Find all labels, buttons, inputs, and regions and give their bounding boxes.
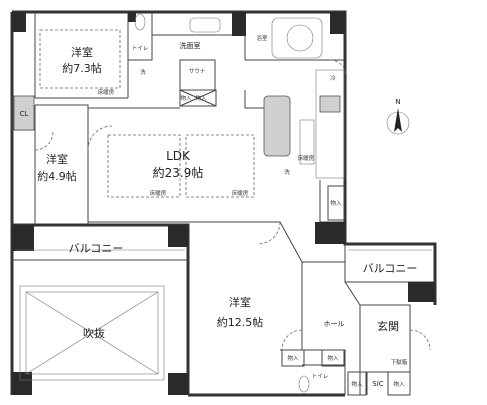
storage-label: 物入 xyxy=(287,354,299,362)
atrium xyxy=(12,259,188,381)
bath-fixtures xyxy=(134,13,323,393)
storage-label: 物入 xyxy=(351,380,363,388)
fridge-label: 冷 xyxy=(330,74,336,82)
floor-heating-label: 床暖房 xyxy=(298,154,315,162)
column xyxy=(168,373,188,395)
columns xyxy=(12,12,435,395)
compass: N xyxy=(386,98,410,135)
room-balcony-left: バルコニー xyxy=(69,242,124,255)
storage-unit xyxy=(347,371,367,396)
room-closet: CL xyxy=(20,110,29,118)
kitchen xyxy=(263,69,345,179)
room-sic: SIC xyxy=(372,380,384,388)
storage-unit xyxy=(321,349,345,367)
kitchen-counter xyxy=(315,69,345,179)
column xyxy=(408,282,435,302)
room-western1-name: 洋室 xyxy=(71,45,93,59)
storage-label: 物入 xyxy=(330,199,342,207)
column xyxy=(315,222,345,244)
stove-area xyxy=(299,119,315,165)
kitchen-island xyxy=(263,95,291,157)
wash-label: 洗 xyxy=(284,168,290,176)
floor-heating-label: 床暖房 xyxy=(150,189,167,197)
room-labels: 洋室 約7.3帖 洋室 約4.9帖 LDK 約23.9帖 洋室 約12.5帖 洗… xyxy=(20,34,418,388)
compass-letter: N xyxy=(395,98,400,106)
room-sauna: サウナ xyxy=(189,67,206,75)
room-hall: ホール xyxy=(324,320,345,328)
toilet-bowl xyxy=(134,13,146,31)
room-western1-size: 約7.3帖 xyxy=(62,61,102,75)
room-atrium: 吹抜 xyxy=(83,326,105,340)
wash-label: 洗 xyxy=(140,68,146,76)
column xyxy=(232,12,246,36)
jacuzzi-tub xyxy=(286,24,314,52)
room-ldk-size: 約23.9帖 xyxy=(153,165,204,180)
room-toilet-top: トイレ xyxy=(132,46,149,52)
storage-label: 物入 xyxy=(180,94,192,102)
room-western2-size: 約4.9帖 xyxy=(37,169,77,183)
room-entrance: 玄関 xyxy=(377,319,399,333)
door-swings xyxy=(34,59,431,351)
storage-label: 物入 xyxy=(327,354,339,362)
room-western3-name: 洋室 xyxy=(229,295,251,309)
toilet-bowl xyxy=(298,375,310,393)
storage-unit xyxy=(387,371,411,396)
washbasin xyxy=(189,17,221,33)
floor-heating-label: 床暖房 xyxy=(232,189,249,197)
room-ldk-name: LDK xyxy=(166,149,191,163)
storage-label: 物入 xyxy=(393,380,405,388)
room-western3-size: 約12.5帖 xyxy=(217,315,264,329)
floor-heating-areas xyxy=(39,29,255,198)
storage-unit xyxy=(281,349,305,367)
column xyxy=(168,225,188,247)
sink xyxy=(319,95,341,113)
storage-unit xyxy=(179,89,217,107)
north-arrow-icon xyxy=(394,108,402,132)
storage-boxes xyxy=(179,89,411,396)
storage-unit xyxy=(327,185,345,221)
bathtub xyxy=(271,17,323,59)
room-balcony-right: バルコニー xyxy=(363,262,418,275)
room-western2-name: 洋室 xyxy=(46,152,68,166)
room-bath: 浴室 xyxy=(256,34,268,42)
room-washroom: 洗面室 xyxy=(180,41,201,50)
shoe-box-label: 下駄箱 xyxy=(391,358,408,366)
closet xyxy=(13,95,35,131)
column xyxy=(12,225,34,251)
floor-heating-label: 床暖房 xyxy=(98,88,115,96)
storage-label: 物入 xyxy=(195,94,207,102)
annotation-labels: 床暖房 床暖房 床暖房 床暖房 物入 物入 物入 物入 物入 物入 物入 下駄箱… xyxy=(98,68,408,388)
column xyxy=(12,372,32,395)
closet-fill xyxy=(13,95,35,131)
room-toilet-bottom: トイレ xyxy=(312,374,329,380)
column xyxy=(330,12,345,34)
column xyxy=(128,12,136,22)
column xyxy=(12,12,26,32)
